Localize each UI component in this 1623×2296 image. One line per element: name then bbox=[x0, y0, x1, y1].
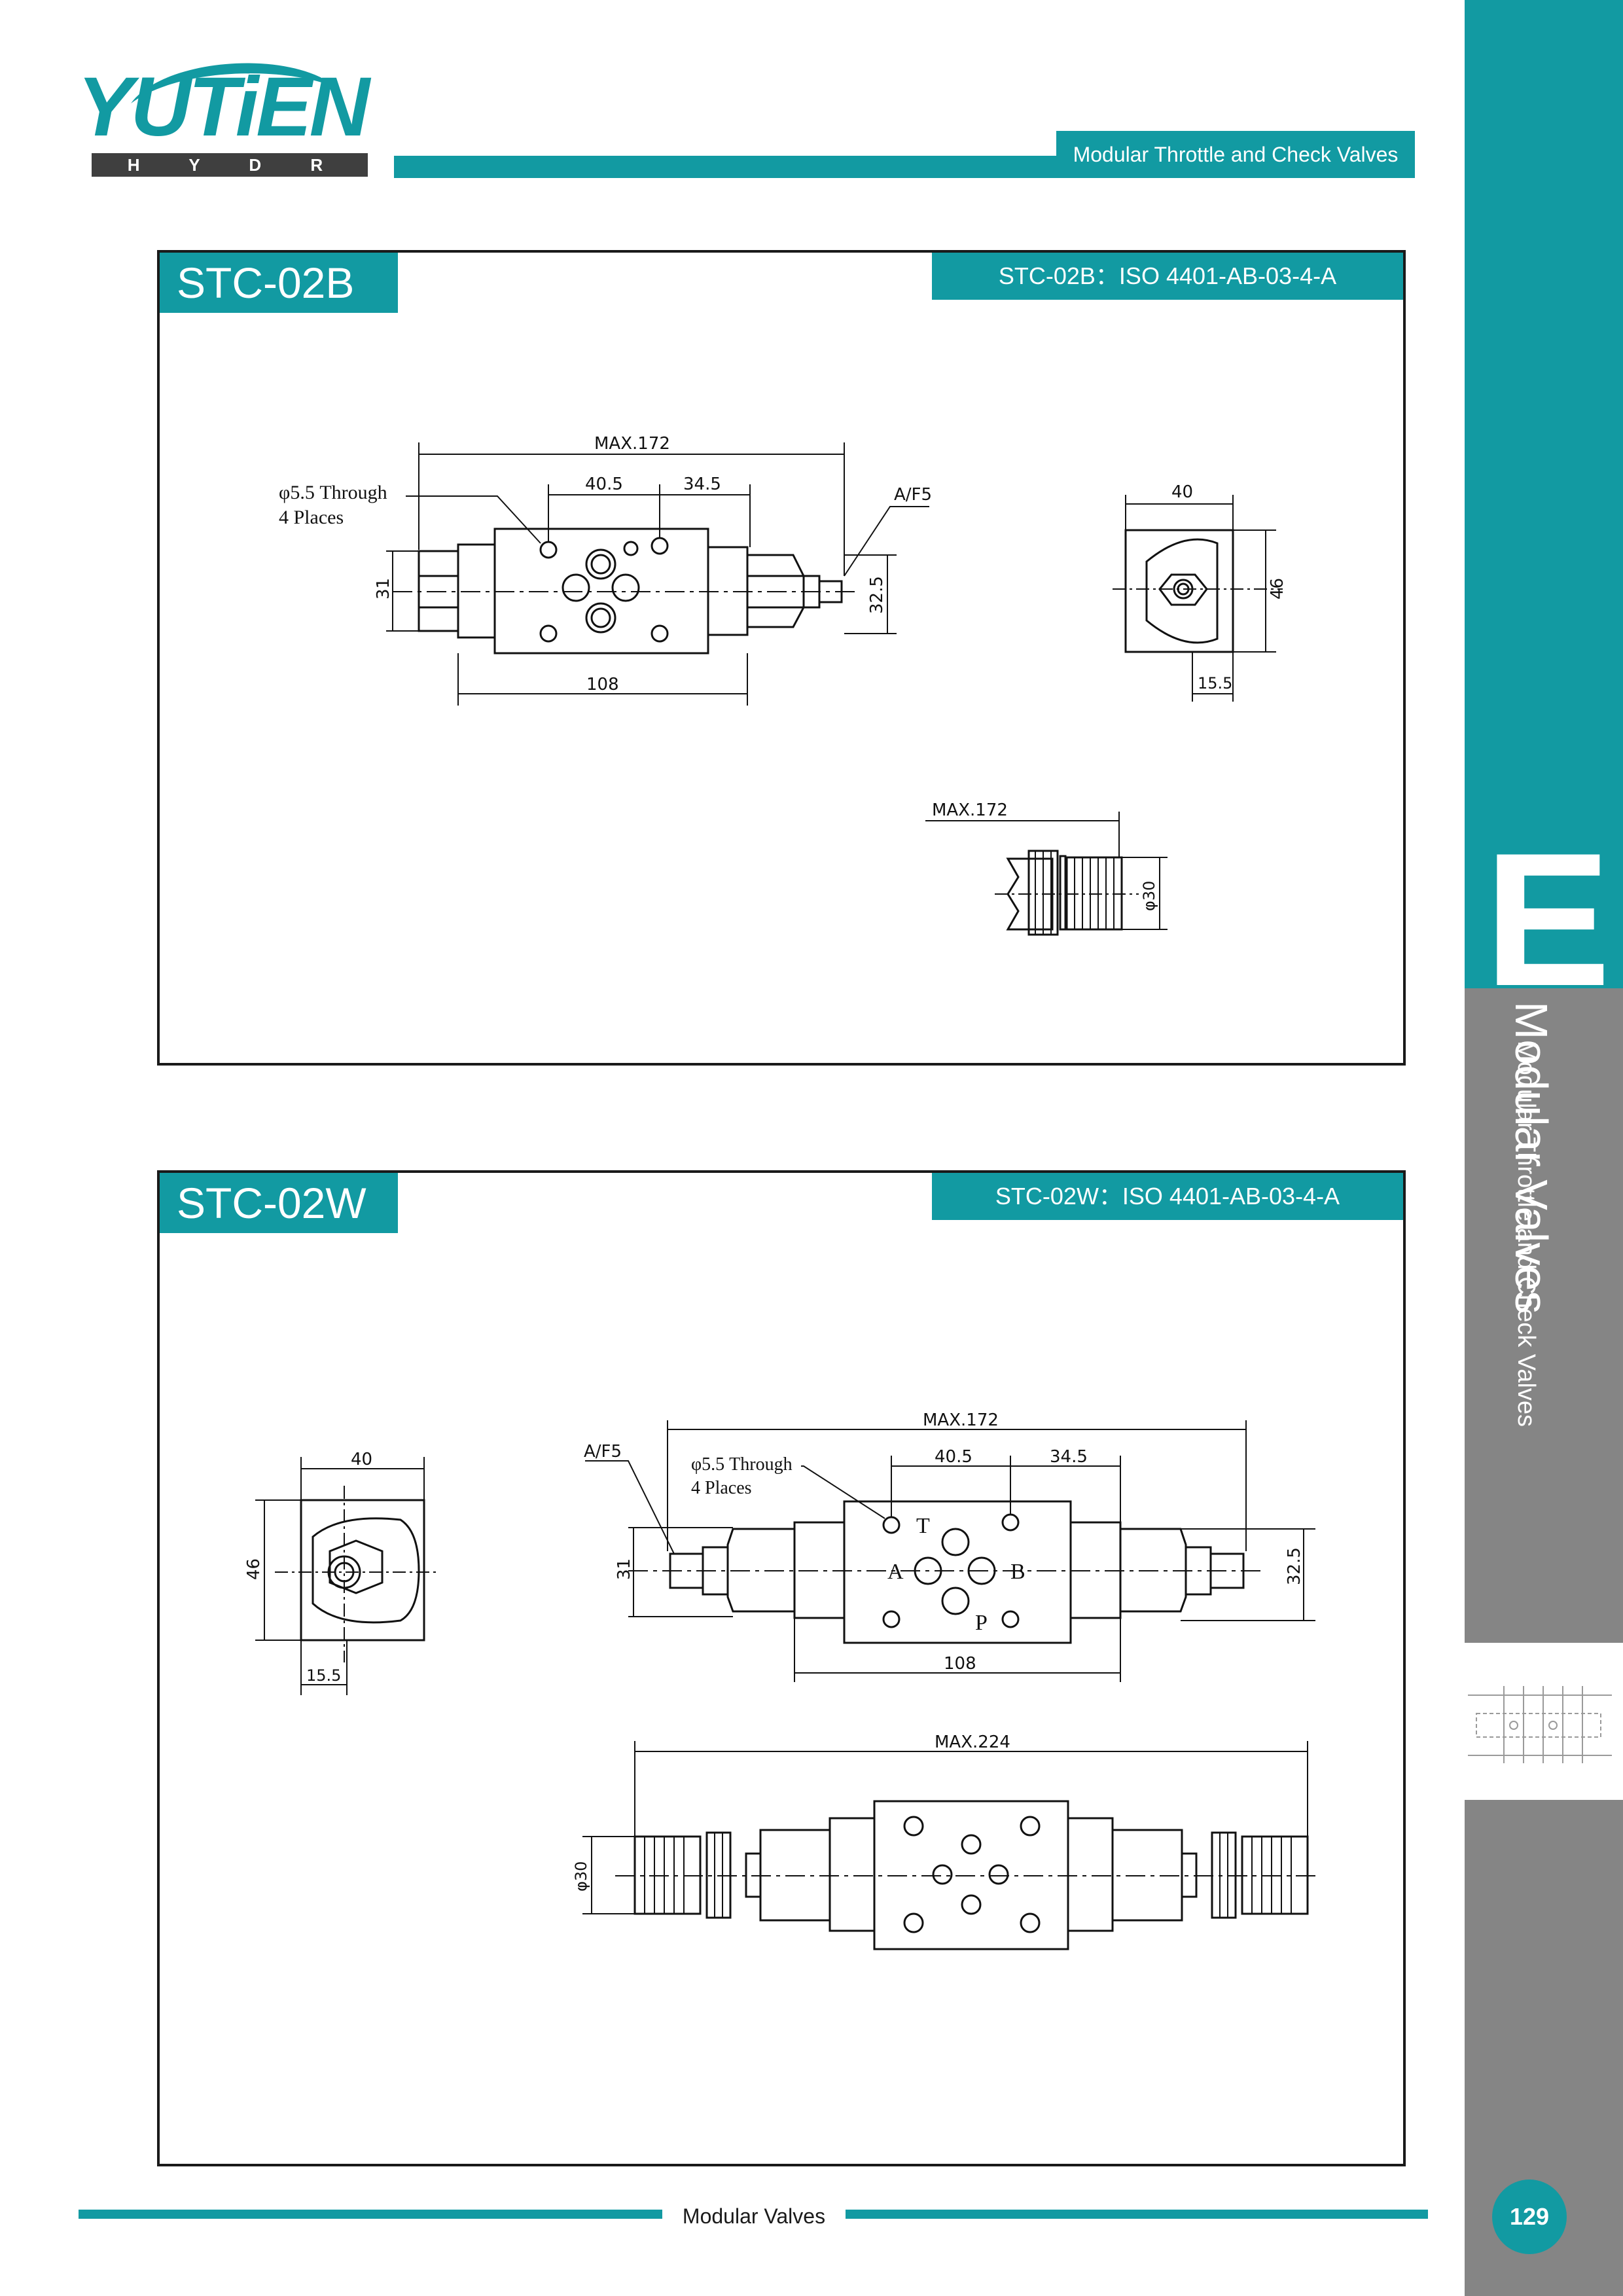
dim-40-5: 40.5 bbox=[935, 1447, 972, 1467]
dim-40-5: 40.5 bbox=[585, 475, 623, 494]
dim-knob-phi30: φ30 bbox=[1140, 881, 1158, 911]
note-hole-places: 4 Places bbox=[691, 1478, 752, 1498]
stc-02b-knob-view-drawing: MAX.172 φ30 bbox=[925, 800, 1168, 936]
dim-32-5: 32.5 bbox=[1285, 1547, 1304, 1585]
dim-max-224: MAX.224 bbox=[935, 1732, 1010, 1752]
chapter-letter-e: E bbox=[1484, 851, 1609, 988]
note-hole-through: φ5.5 Through bbox=[279, 482, 387, 503]
stc-02w-side-view-drawing: 40 46 15.5 bbox=[244, 1450, 438, 1695]
stc-02b-side-view-drawing: 40 46 15.5 bbox=[1113, 482, 1287, 702]
dim-side-40: 40 bbox=[351, 1450, 372, 1469]
panel-b-model-title: STC-02B bbox=[160, 253, 398, 313]
port-label-b: B bbox=[1010, 1560, 1026, 1584]
footer-rule-left bbox=[79, 2210, 662, 2219]
dim-side-46: 46 bbox=[1268, 578, 1287, 600]
sidebar-chapter-subtitle: Modular Throttle and Check Valves bbox=[1512, 1041, 1540, 1427]
panel-w-spec: STC-02W：ISO 4401-AB-03-4-A bbox=[932, 1173, 1403, 1220]
port-label-t: T bbox=[916, 1514, 930, 1538]
logo-swoosh bbox=[131, 63, 340, 103]
dim-knob-phi30: φ30 bbox=[572, 1861, 590, 1892]
dim-max-172: MAX.172 bbox=[594, 434, 670, 454]
stc-02w-knob-view-drawing: MAX.224 φ30 bbox=[572, 1732, 1315, 1950]
dim-max-172: MAX.172 bbox=[923, 1410, 999, 1430]
dim-side-15-5: 15.5 bbox=[306, 1666, 341, 1685]
sidebar-chapter-title: Modular Valves bbox=[1506, 1001, 1557, 1314]
page-number: 129 bbox=[1492, 2179, 1567, 2254]
dim-108: 108 bbox=[586, 675, 619, 694]
dim-31: 31 bbox=[615, 1558, 634, 1580]
svg-text:E: E bbox=[1484, 851, 1609, 988]
dim-knob-max-172: MAX.172 bbox=[932, 800, 1008, 820]
panel-w-model-title: STC-02W bbox=[160, 1173, 398, 1233]
sidebar-gray-band bbox=[1465, 988, 1623, 1643]
port-label-p: P bbox=[975, 1611, 988, 1635]
stc-02b-top-view-drawing: MAX.172 40.5 34.5 φ5.5 Through 4 Places … bbox=[279, 434, 932, 706]
note-hole-through: φ5.5 Through bbox=[691, 1454, 793, 1475]
sidebar-teal-band bbox=[1465, 0, 1623, 988]
dim-108: 108 bbox=[944, 1654, 976, 1674]
hydraulic-circuit-symbol-icon bbox=[1468, 1686, 1612, 1763]
panel-stc-02b bbox=[157, 250, 1406, 1066]
dim-34-5: 34.5 bbox=[683, 475, 721, 494]
footer-label: Modular Valves bbox=[682, 2204, 826, 2228]
dim-side-40: 40 bbox=[1171, 482, 1193, 502]
header-section-title: Modular Throttle and Check Valves bbox=[1056, 131, 1415, 178]
dim-side-15-5: 15.5 bbox=[1198, 674, 1232, 692]
panel-b-spec: STC-02B：ISO 4401-AB-03-4-A bbox=[932, 253, 1403, 300]
stc-02w-top-view-drawing: MAX.172 40.5 34.5 φ5.5 Through 4 Places … bbox=[584, 1410, 1315, 1682]
panel-stc-02w bbox=[157, 1170, 1406, 2166]
brand-logo: YUTiEN bbox=[77, 60, 370, 154]
footer-rule-right bbox=[846, 2210, 1428, 2219]
dim-side-46: 46 bbox=[244, 1558, 264, 1580]
dim-31: 31 bbox=[374, 578, 393, 600]
note-hole-places: 4 Places bbox=[279, 507, 344, 528]
dim-34-5: 34.5 bbox=[1050, 1447, 1088, 1467]
port-label-a: A bbox=[887, 1560, 904, 1584]
dim-af5: A/F5 bbox=[894, 485, 932, 505]
dim-32-5: 32.5 bbox=[867, 576, 887, 614]
dim-af5: A/F5 bbox=[584, 1442, 622, 1462]
brand-tagline: H Y D R A U L I C bbox=[92, 153, 368, 198]
